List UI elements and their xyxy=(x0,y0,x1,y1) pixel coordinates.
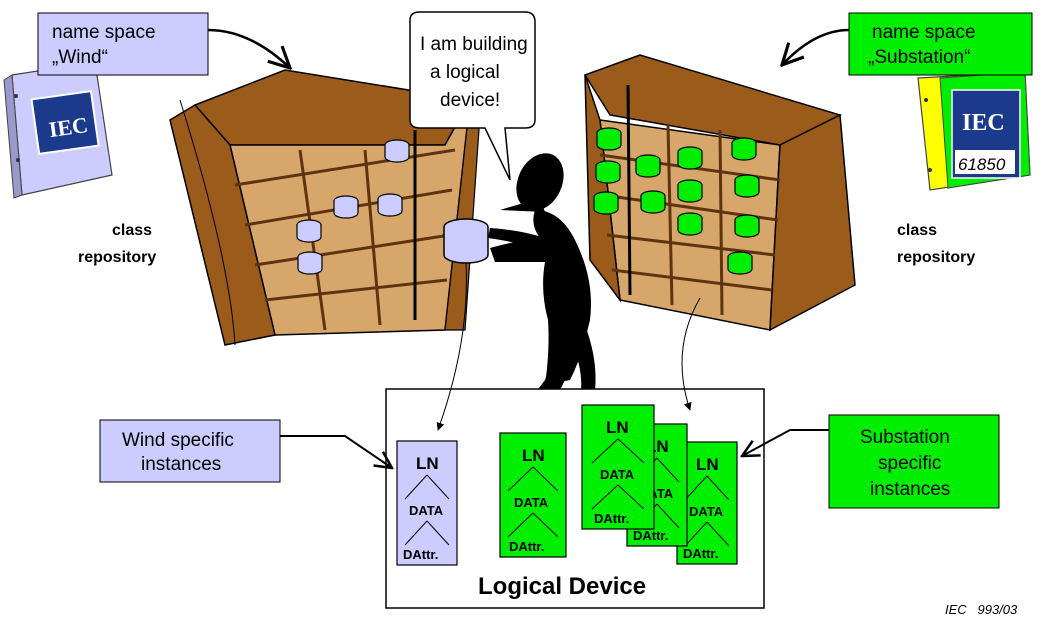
svg-text:DAttr.: DAttr. xyxy=(633,528,668,543)
card-dattr: DAttr. xyxy=(403,547,438,562)
svg-text:DATA: DATA xyxy=(600,467,635,482)
wind-instances-callout: Wind specific instances xyxy=(99,419,281,483)
repository-right-line1: class xyxy=(897,222,937,239)
repository-left-line2: repository xyxy=(78,249,156,266)
substation-namespace-callout: name space „Substation“ xyxy=(848,12,1033,76)
wind-ln-card: LN DATA DAttr. xyxy=(396,440,458,566)
speech-line2: a logical xyxy=(430,62,500,83)
right-class-repository-cabinet xyxy=(583,54,856,332)
svg-text:DAttr.: DAttr. xyxy=(509,539,544,554)
substation-namespace-line2: „Substation“ xyxy=(868,47,970,68)
substation-ln-card: LN DATA DAttr. xyxy=(581,404,655,530)
binder-right-number: 61850 xyxy=(958,155,1006,174)
substation-namespace-line1: name space xyxy=(872,22,976,43)
svg-text:LN: LN xyxy=(606,418,629,437)
repository-right-line2: repository xyxy=(897,249,975,266)
wind-namespace-arrow xyxy=(207,28,290,68)
svg-text:DAttr.: DAttr. xyxy=(594,511,629,526)
left-class-repository-cabinet xyxy=(169,69,481,346)
wind-namespace-line1: name space xyxy=(52,22,156,43)
substation-instances-line1: Substation xyxy=(860,427,950,448)
held-class-cylinder-icon xyxy=(443,218,489,264)
svg-text:DATA: DATA xyxy=(514,495,549,510)
speech-line3: device! xyxy=(440,90,500,111)
substation-instances-line3: instances xyxy=(870,479,950,500)
logical-device-title: Logical Device xyxy=(478,573,646,600)
substation-instantiation-arrow xyxy=(681,297,701,411)
wind-instances-line1: Wind specific xyxy=(122,430,234,451)
svg-text:LN: LN xyxy=(696,455,719,474)
repository-left-line1: class xyxy=(112,222,152,239)
substation-ln-card: LN DATA DAttr. xyxy=(499,432,567,558)
figure-id: IEC 993/03 xyxy=(945,602,1018,617)
svg-text:LN: LN xyxy=(522,446,545,465)
substation-instances-callout: Substation specific instances xyxy=(828,414,1000,509)
binder-right-logo: IEC xyxy=(962,110,1005,136)
wind-namespace-line2: „Wind“ xyxy=(52,47,108,68)
wind-instances-line2: instances xyxy=(141,454,221,475)
substation-namespace-arrow xyxy=(782,28,850,65)
person-silhouette xyxy=(488,153,600,420)
svg-text:DAttr.: DAttr. xyxy=(683,546,718,561)
wind-namespace-callout: name space „Wind“ xyxy=(37,12,209,76)
speech-bubble: I am building a logical device! xyxy=(409,11,536,181)
substation-instances-arrow xyxy=(742,429,829,456)
iec-binder-left-icon: IEC xyxy=(3,61,113,199)
svg-text:DATA: DATA xyxy=(689,504,724,519)
card-ln: LN xyxy=(416,454,439,473)
card-data: DATA xyxy=(409,503,444,518)
iec-61850-binder-right-icon: IEC 61850 xyxy=(917,71,1031,191)
substation-instances-line2: specific xyxy=(878,453,941,474)
wind-instances-arrow xyxy=(280,435,392,468)
binder-left-logo: IEC xyxy=(47,112,89,142)
speech-line1: I am building xyxy=(420,34,528,55)
wind-instantiation-arrow xyxy=(436,262,467,431)
